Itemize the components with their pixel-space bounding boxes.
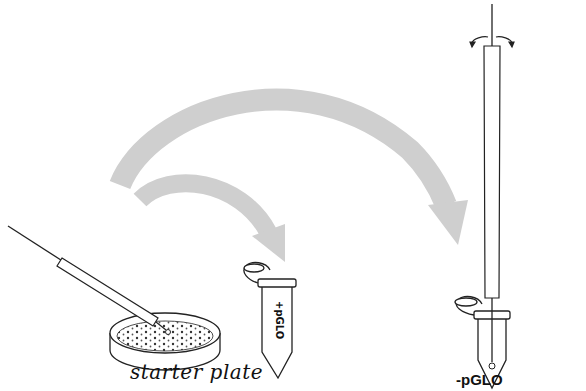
inoculation-loop <box>8 226 171 335</box>
microtube <box>455 297 510 388</box>
plate-label: starter plate <box>130 362 263 382</box>
rotation-arrows <box>470 37 514 47</box>
tube-label: -pGLO <box>456 372 503 387</box>
microtube <box>244 263 296 378</box>
tube-label: +pGLO <box>274 300 284 340</box>
arrow-head <box>428 200 468 245</box>
transfer-arrows <box>120 100 446 232</box>
inoculation-loop <box>484 4 500 369</box>
arrow-head <box>252 224 285 262</box>
